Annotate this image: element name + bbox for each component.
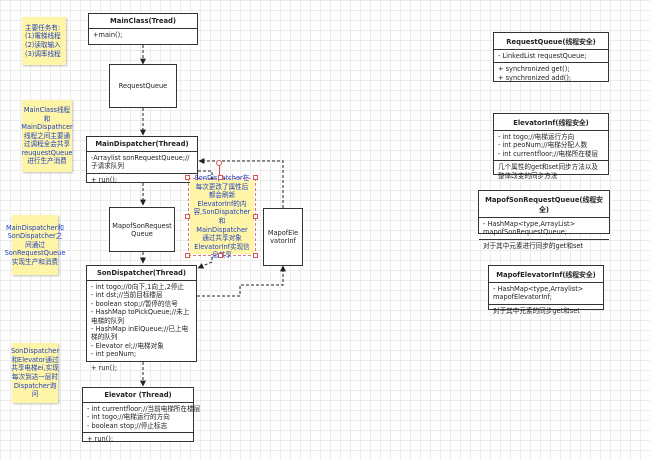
elevator-attr: - int currentfloor;//当前电梯所在楼层 [87,405,201,413]
mapofelevatorinf-node[interactable]: MapofElevatorInf [263,208,303,266]
mapofsonrequestqueue-class-attrs: - HashMap<type,ArrayList> mapofSonReques… [479,218,609,240]
sondispatcher-attr: - Elevator el;//电梯对象 [91,341,164,350]
mainclass-methods: +main(); [93,31,123,39]
rotate-handle[interactable] [216,160,222,166]
arrow-maindispatcher-loop[interactable] [197,170,213,269]
requestqueue-node-label: RequestQueue [118,82,168,90]
requestqueue-class-attrs: - LinkedList requestQueue; [494,50,608,64]
sondispatcher-attr: - boolean stop;//暂停的信号 [91,299,178,308]
sondispatcher-attr: - int peoNum; [91,350,137,359]
maindispatcher-attrs: -Arraylist sonRequestQueue;//子请求队列 [87,152,197,174]
mapofsonrequestqueue-node[interactable]: MapofSonRequestQueue [109,207,175,252]
sondispatcher-methods: + run(); [91,363,118,372]
elevatorinf-class-box[interactable]: ElevatorInf(线程安全) - int togo;//电梯运行方向 - … [493,113,609,180]
note-sondispatcher-elevator: SonDispatcher和Elevator通过共享电梯ei,实现每次到达一层时… [11,343,59,403]
mainclass-box[interactable]: MainClass(Tread) +main(); [88,13,198,45]
arrow-sondispatcher-to-mapofelevatorinf[interactable] [197,265,286,297]
mapofsonrequestqueue-class-box[interactable]: MapofSonRequestQueue(线程安全) - HashMap<typ… [478,190,610,250]
resize-handle-nw[interactable] [185,175,190,180]
requestqueue-class-method: + synchronized add(); [498,73,572,82]
mapofelevatorinf-class-title: MapofElevatorInf(线程安全) [489,266,603,283]
mainclass-title: MainClass(Tread) [89,14,197,29]
elevatorinf-class-attr: - int peoNum;//电梯分配人数 [498,141,588,150]
requestqueue-class-method: + synchronized get(); [498,65,570,74]
resize-handle-s[interactable] [218,253,223,258]
elevator-attrs: - int currentfloor;//当前电梯所在楼层 - int togo… [83,403,201,434]
mapofelevatorinf-class-attrs: - HashMap<type,Arraylist> mapofElevatorI… [489,283,603,305]
sondispatcher-attr: - int togo;//0向下,1向上,2停止 [91,283,185,291]
requestqueue-class-title: RequestQueue(线程安全) [494,33,608,50]
sondispatcher-attr: - HashMap inElQueue;//已上电梯的队列 [91,325,189,342]
sondispatcher-attr: - HashMap toPickQueue;//未上电梯的队列 [91,308,190,325]
elevator-attr: - int togo;//电梯运行的方向 [87,413,170,422]
mapofsonrequestqueue-node-label: MapofSonRequestQueue [112,221,172,238]
requestqueue-node[interactable]: RequestQueue [109,64,177,108]
elevator-box[interactable]: Elevator (Thread) - int currentfloor;//当… [82,387,201,444]
elevator-methods: + run(); [87,435,114,444]
note-mainclass-maindispatcher: MainClass线程和MainDispathcer线程之间主要通过调程全会共享… [21,100,73,172]
resize-handle-se[interactable] [253,253,258,258]
mapofelevatorinf-class-methods: 对于其中元素的同步get和set [493,306,580,315]
elevatorinf-class-methods: 几个属性的get和set同步方法以及整体改变的同步方法 [498,163,599,180]
elevatorinf-class-attr: - int togo;//电梯运行方向 [498,133,575,141]
maindispatcher-title: MainDispatcher(Thread) [87,137,197,152]
sondispatcher-attr: - int dst;//当前目标楼层 [91,291,163,300]
resize-handle-e[interactable] [253,214,258,219]
mapofsonrequestqueue-class-title: MapofSonRequestQueue(线程安全) [479,191,609,218]
resize-handle-n[interactable] [218,175,223,180]
sondispatcher-attrs: - int togo;//0向下,1向上,2停止 - int dst;//当前目… [87,281,196,362]
elevator-attr: - boolean stop;//停止标志 [87,421,168,430]
sondispatcher-box[interactable]: SonDispatcher(Thread) - int togo;//0向下,1… [86,265,197,372]
elevatorinf-class-title: ElevatorInf(线程安全) [494,114,608,131]
elevatorinf-class-attr: - int currentfloor;//电梯所在楼层 [498,149,599,158]
elevator-title: Elevator (Thread) [83,388,193,403]
note-main-tasks: 主要任务有: (1)電梯线程 (2)读取输入 (3)调率线程 [22,17,66,65]
resize-handle-sw[interactable] [185,253,190,258]
elevatorinf-class-attrs: - int togo;//电梯运行方向 - int peoNum;//电梯分配人… [494,131,608,162]
requestqueue-class-box[interactable]: RequestQueue(线程安全) - LinkedList requestQ… [493,32,609,82]
rotate-handle-line [219,163,220,178]
resize-handle-w[interactable] [185,214,190,219]
sondispatcher-title: SonDispatcher(Thread) [87,266,196,281]
resize-handle-ne[interactable] [253,175,258,180]
note-shared-elevatorinf: SonDispatcher在每次更改了属性后都会刷新ElevatorInf的内容… [190,174,254,259]
requestqueue-class-methods: + synchronized get(); + synchronized add… [494,63,608,84]
maindispatcher-box[interactable]: MainDispatcher(Thread) -Arraylist sonReq… [86,136,198,184]
arrow-mapofelevatorinf-to-maindispatcher[interactable] [198,158,284,208]
maindispatcher-methods: + run(); [91,175,118,184]
note-maindispatcher-sondispatcher: MainDispatcher和SonDispatcher之间通过SonReque… [5,215,65,275]
mapofsonrequestqueue-class-methods: 对于其中元素进行同步的get和set [483,241,584,250]
mapofelevatorinf-class-box[interactable]: MapofElevatorInf(线程安全) - HashMap<type,Ar… [488,265,604,315]
mapofelevatorinf-node-label: MapofElevatorInf [267,229,299,245]
